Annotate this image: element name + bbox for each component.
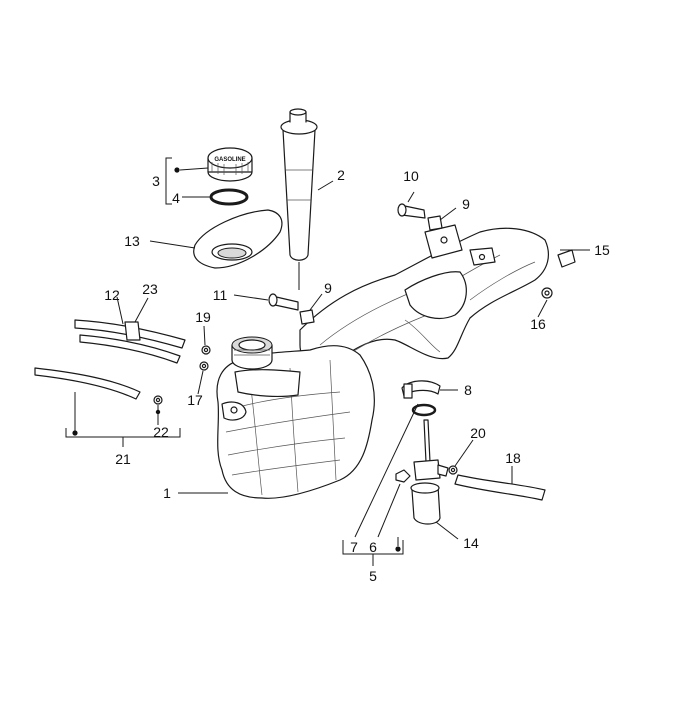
callout-3: 3 bbox=[152, 173, 160, 189]
fuel-tap-part bbox=[413, 419, 449, 481]
callout-4: 4 bbox=[172, 190, 180, 206]
group-brackets bbox=[65, 157, 404, 566]
nut-6-part bbox=[395, 469, 411, 483]
callout-10: 10 bbox=[403, 168, 419, 184]
callout-numbers: 1 2 3 4 5 6 7 8 9 9 10 11 12 13 14 15 16… bbox=[104, 167, 610, 584]
leader-lines bbox=[74, 167, 590, 546]
callout-14: 14 bbox=[463, 535, 479, 551]
washer-7-part bbox=[411, 403, 437, 417]
fuel-tank-part bbox=[216, 345, 375, 499]
callout-21: 21 bbox=[115, 451, 131, 467]
callout-9-upper: 9 bbox=[462, 196, 470, 212]
callout-9-lower: 9 bbox=[324, 280, 332, 296]
callout-20: 20 bbox=[470, 425, 486, 441]
reference-dots bbox=[72, 167, 401, 552]
filler-neck-part bbox=[231, 336, 273, 370]
callout-1: 1 bbox=[163, 485, 171, 501]
cap-label: GASOLINE bbox=[214, 157, 245, 163]
callout-8: 8 bbox=[464, 382, 472, 398]
callout-19: 19 bbox=[195, 309, 211, 325]
callout-16: 16 bbox=[530, 316, 546, 332]
nut-9-upper-part bbox=[427, 215, 443, 231]
grommet-16-part bbox=[541, 287, 553, 299]
callout-17: 17 bbox=[187, 392, 203, 408]
hose-clamp-23-part bbox=[124, 321, 141, 341]
callout-12: 12 bbox=[104, 287, 120, 303]
callout-15: 15 bbox=[594, 242, 610, 258]
fuel-tray-part bbox=[193, 209, 283, 269]
hose-clip-17-part bbox=[199, 361, 209, 371]
clip-15-part bbox=[557, 249, 576, 268]
tank-frame-part bbox=[299, 224, 549, 371]
callout-23: 23 bbox=[142, 281, 158, 297]
hose-clip-20-part bbox=[448, 465, 458, 475]
callout-13: 13 bbox=[124, 233, 140, 249]
callout-5: 5 bbox=[369, 568, 377, 584]
bolt-10-part bbox=[397, 203, 426, 219]
o-ring-part bbox=[209, 188, 249, 206]
callout-22: 22 bbox=[153, 424, 169, 440]
drain-hose-21-part bbox=[34, 367, 141, 400]
bolt-11-part bbox=[268, 293, 299, 311]
callout-2: 2 bbox=[337, 167, 345, 183]
callout-18: 18 bbox=[505, 450, 521, 466]
nut-9-lower-part bbox=[299, 309, 315, 325]
fuel-hose-18-part bbox=[454, 474, 546, 501]
gasoline-cap-part: GASOLINE bbox=[207, 147, 253, 182]
callout-11: 11 bbox=[213, 287, 228, 303]
hose-clip-19-part bbox=[201, 345, 211, 355]
callout-6: 6 bbox=[369, 539, 377, 555]
band-clamp-8-part bbox=[401, 380, 441, 399]
hose-clip-22-part bbox=[153, 395, 163, 405]
callout-7: 7 bbox=[350, 539, 358, 555]
filler-tube-part bbox=[280, 108, 318, 261]
filter-cup-14-part bbox=[410, 482, 441, 525]
